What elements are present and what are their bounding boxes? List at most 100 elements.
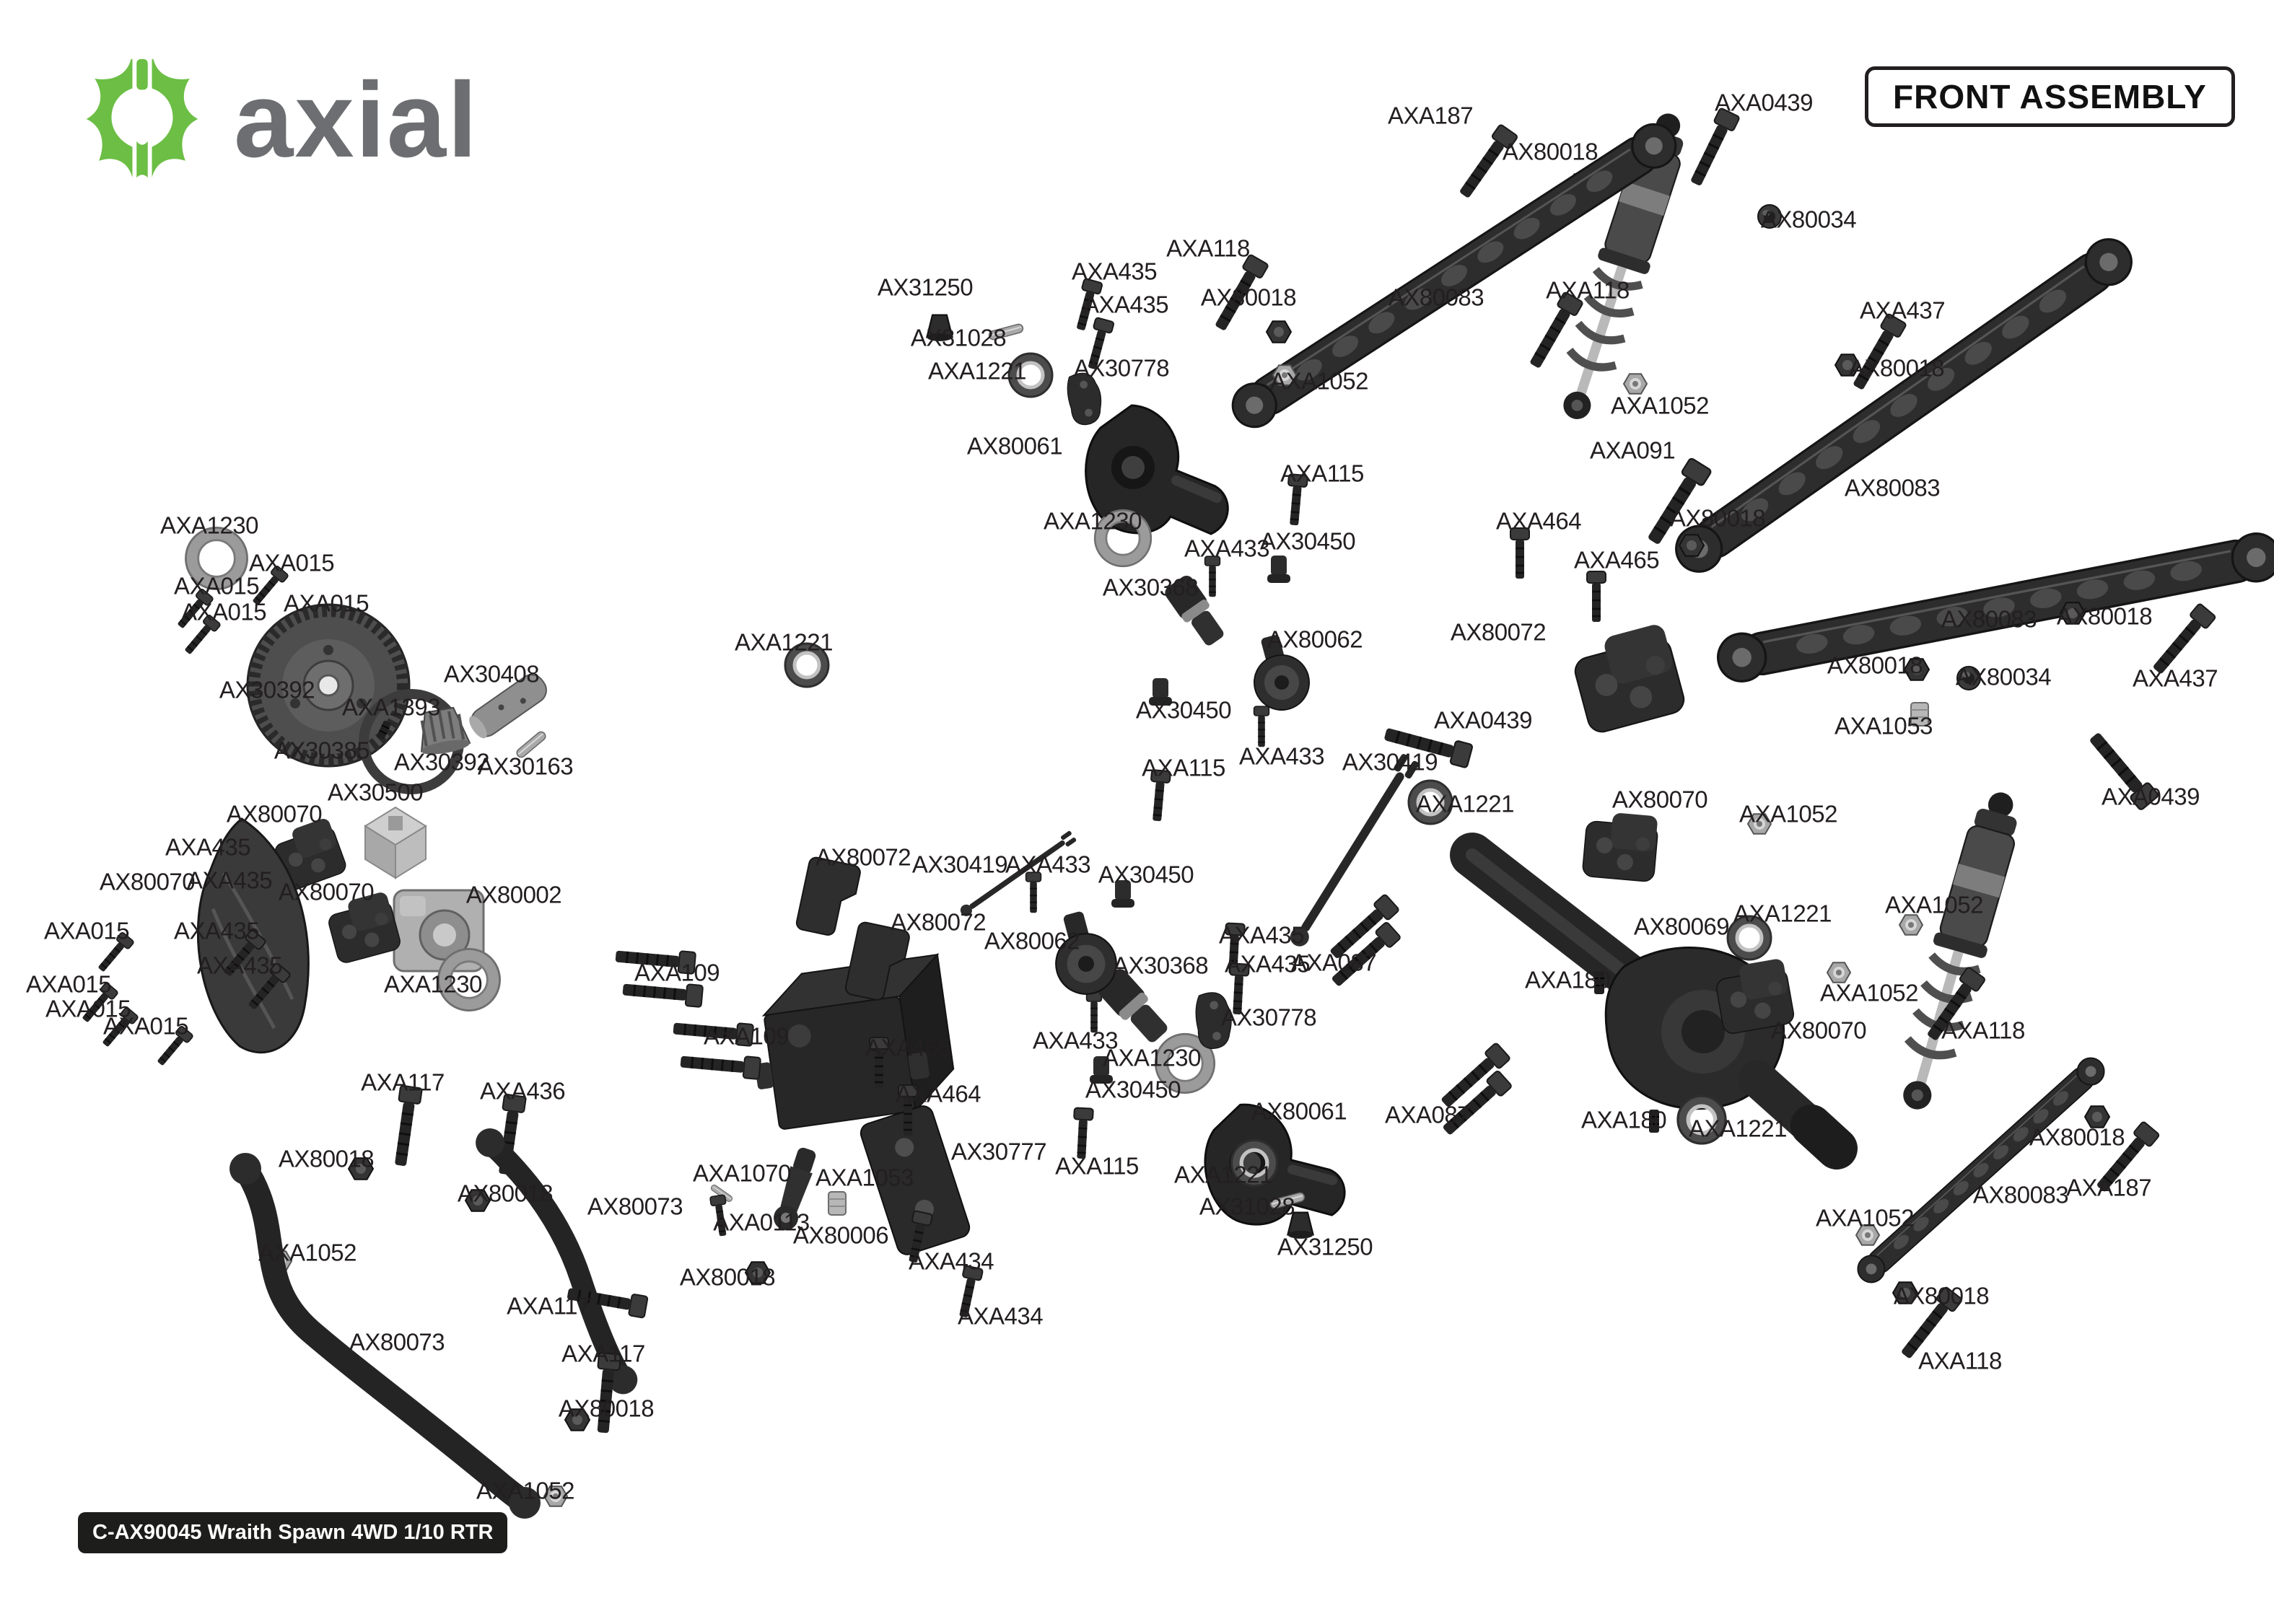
part-label-AX30392: AX30392 <box>219 676 315 703</box>
part-label-AX80070: AX80070 <box>278 878 375 905</box>
part-label-AXA435: AXA435 <box>1071 258 1158 285</box>
part-label-AX80018: AX80018 <box>1502 138 1599 165</box>
part-label-AXA435: AXA435 <box>165 833 251 861</box>
part-label-AX80018: AX80018 <box>1669 504 1766 532</box>
part-label-AXA1230: AXA1230 <box>1103 1044 1201 1071</box>
part-label-AX80070: AX80070 <box>226 800 323 828</box>
part-label-AXA180: AXA180 <box>1524 966 1611 993</box>
part-label-AXA1221: AXA1221 <box>1416 790 1514 817</box>
part-label-AX80018: AX80018 <box>1893 1282 1990 1309</box>
axial-emblem-icon <box>86 58 198 178</box>
part-label-AX30163: AX30163 <box>477 752 574 780</box>
part-label-AXA1070: AXA1070 <box>693 1159 791 1187</box>
part-label-AX80062: AX80062 <box>984 927 1080 954</box>
part-label-AX30419: AX30419 <box>911 851 1008 878</box>
part-label-AX30368: AX30368 <box>1102 574 1199 601</box>
part-label-AX80018: AX80018 <box>1848 354 1945 382</box>
part-label-AXA118: AXA118 <box>1166 234 1250 262</box>
part-label-AXA437: AXA437 <box>2132 664 2218 692</box>
part-label-AXA1052: AXA1052 <box>1885 891 1983 918</box>
part-label-AX30368: AX30368 <box>1112 952 1209 979</box>
part-label-AX80034: AX80034 <box>1760 206 1857 233</box>
part-label-AX30450: AX30450 <box>1135 696 1232 724</box>
part-label-AX80069: AX80069 <box>1633 913 1730 940</box>
part-label-AX80073: AX80073 <box>587 1193 683 1220</box>
part-label-AXA0113: AXA0113 <box>713 1208 810 1236</box>
part-label-AXA1052: AXA1052 <box>258 1239 357 1266</box>
part-label-AX80083: AX80083 <box>1972 1181 2069 1208</box>
part-label-AX80018: AX80018 <box>2029 1123 2125 1151</box>
part-label-AX80034: AX80034 <box>1955 663 2052 690</box>
part-label-AX80018: AX80018 <box>457 1180 554 1207</box>
part-label-AXA1221: AXA1221 <box>735 628 833 656</box>
part-label-AXA435: AXA435 <box>1083 291 1169 318</box>
part-label-AXA433: AXA433 <box>1005 851 1091 878</box>
part-label-AXA1230: AXA1230 <box>160 512 258 539</box>
part-label-AX30778: AX30778 <box>1073 354 1170 382</box>
part-label-AX30408: AX30408 <box>443 660 540 688</box>
part-label-AXA117: AXA117 <box>361 1068 445 1096</box>
part-label-AXA1221: AXA1221 <box>1733 900 1832 927</box>
part-label-AXA435: AXA435 <box>1224 950 1311 978</box>
part-label-AXA437: AXA437 <box>1859 297 1946 324</box>
part-label-AX80073: AX80073 <box>349 1328 445 1356</box>
brand-wordmark: axial <box>234 61 479 180</box>
part-label-AX80083: AX80083 <box>1844 474 1941 501</box>
part-label-AXA436: AXA436 <box>479 1077 566 1105</box>
part-label-AXA465: AXA465 <box>865 1034 951 1061</box>
part-label-AXA115: AXA115 <box>1142 754 1225 781</box>
part-label-AXA1053: AXA1053 <box>1834 712 1933 739</box>
part-label-AX80018: AX80018 <box>1200 284 1297 311</box>
part-label-AX80070: AX80070 <box>99 868 196 895</box>
part-label-AX30385: AX30385 <box>274 737 370 764</box>
part-label-AX80072: AX80072 <box>815 843 911 871</box>
part-label-AXA1230: AXA1230 <box>384 970 482 998</box>
part-label-AXA1052: AXA1052 <box>1611 392 1709 419</box>
part-label-AXA1221: AXA1221 <box>1689 1115 1787 1142</box>
part-label-AXA434: AXA434 <box>957 1302 1044 1330</box>
part-label-AXA118: AXA118 <box>1546 276 1630 304</box>
part-label-AXA1052: AXA1052 <box>1820 979 1918 1006</box>
part-label-AX30392: AX30392 <box>393 748 490 776</box>
part-label-AXA435: AXA435 <box>1218 921 1305 949</box>
part-label-AXA187: AXA187 <box>1387 102 1474 129</box>
part-label-AXA015: AXA015 <box>248 549 335 576</box>
part-label-AXA434: AXA434 <box>908 1247 994 1275</box>
part-label-AX80018: AX80018 <box>1827 651 1923 679</box>
part-label-AX80018: AX80018 <box>2056 602 2153 630</box>
part-label-AX31028: AX31028 <box>1199 1193 1295 1220</box>
part-label-AXA0439: AXA0439 <box>2102 783 2200 810</box>
part-label-AXA1052: AXA1052 <box>1816 1204 1914 1232</box>
part-label-AXA1393: AXA1393 <box>342 693 440 721</box>
part-label-AXA109: AXA109 <box>703 1022 790 1050</box>
part-label-AXA015: AXA015 <box>102 1012 189 1040</box>
part-label-AXA187: AXA187 <box>2065 1174 2152 1201</box>
part-label-AXA433: AXA433 <box>1184 535 1270 562</box>
part-label-AXA015: AXA015 <box>173 572 260 600</box>
part-label-AXA433: AXA433 <box>1032 1027 1119 1054</box>
part-label-AXA015: AXA015 <box>45 995 131 1022</box>
part-label-AXA117: AXA117 <box>561 1340 645 1367</box>
part-label-AXA464: AXA464 <box>895 1080 981 1107</box>
brand-logo: axial <box>81 53 478 183</box>
part-label-AX80070: AX80070 <box>1770 1017 1867 1044</box>
part-label-AX80070: AX80070 <box>1612 786 1708 813</box>
part-label-AXA087: AXA087 <box>1290 949 1377 976</box>
part-label-AXA1230: AXA1230 <box>1044 507 1142 535</box>
part-label-AXA115: AXA115 <box>1055 1152 1139 1180</box>
part-label-AXA117: AXA117 <box>507 1292 590 1320</box>
part-label-AX80072: AX80072 <box>1450 618 1547 646</box>
part-label-AXA109: AXA109 <box>634 959 720 986</box>
part-label-AX80018: AX80018 <box>679 1263 776 1291</box>
part-label-AXA0439: AXA0439 <box>1434 706 1532 734</box>
part-label-AXA1221: AXA1221 <box>928 357 1026 385</box>
part-label-AXA1052: AXA1052 <box>476 1477 574 1504</box>
part-label-AX30450: AX30450 <box>1085 1076 1181 1103</box>
part-label-AX80018: AX80018 <box>558 1395 655 1422</box>
part-label-AX30450: AX30450 <box>1098 861 1194 888</box>
part-label-AXA118: AXA118 <box>1918 1347 2002 1374</box>
part-label-AXA015: AXA015 <box>43 917 130 944</box>
part-label-AX30419: AX30419 <box>1342 748 1438 776</box>
